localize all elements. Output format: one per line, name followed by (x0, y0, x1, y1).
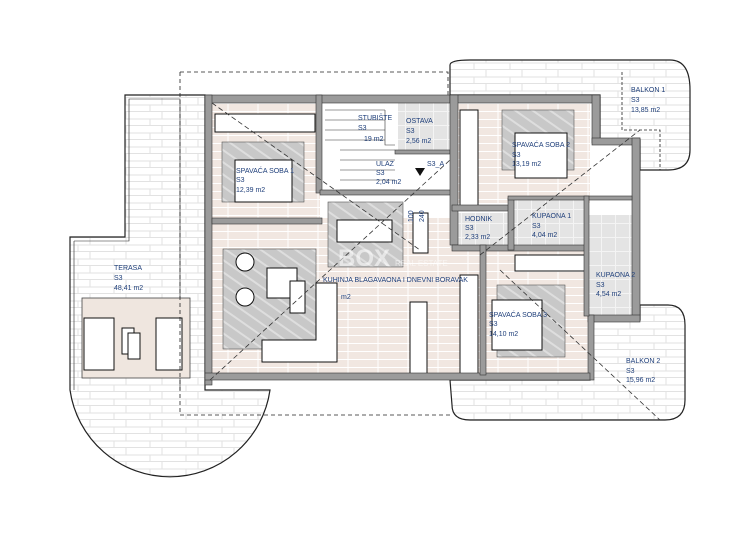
svg-text:13,85 m2: 13,85 m2 (631, 107, 660, 114)
dimension-label: 100 (408, 210, 415, 222)
terrace-sofa (155, 317, 183, 371)
svg-text:S3: S3 (358, 125, 367, 132)
svg-text:S3: S3 (406, 128, 415, 135)
bed-1 (234, 159, 293, 203)
svg-text:KUHINJA BLAGAVAONA I DNEVNI BO: KUHINJA BLAGAVAONA I DNEVNI BORAVAK (323, 277, 468, 284)
watermark-logo: BOX REAL ESTATE (338, 245, 448, 272)
section-marker-label: S3_A (427, 161, 444, 168)
svg-text:S3: S3 (631, 97, 640, 104)
room-label-terasa: TERASA S3 48,41 m2 (114, 265, 143, 292)
room-label-living: KUHINJA BLAGAVAONA I DNEVNI BORAVAK m2 (323, 277, 468, 301)
dimension-label: 240 (419, 210, 426, 222)
kitchen-island (409, 301, 428, 376)
terrace (69, 94, 271, 478)
svg-text:OSTAVA: OSTAVA (406, 118, 433, 125)
room-label-bathroom-1: KUPAONA 1 S3 4,04 m2 (532, 213, 571, 239)
svg-text:14,10 m2: 14,10 m2 (489, 331, 518, 338)
bed-2 (514, 132, 568, 179)
room-label-ostava: OSTAVA S3 2,56 m2 (406, 118, 433, 145)
kitchen-counter (459, 274, 479, 376)
balcony-2 (449, 304, 686, 421)
svg-text:S3: S3 (114, 275, 123, 282)
svg-text:KUPAONA 1: KUPAONA 1 (532, 213, 571, 220)
svg-text:HODNIK: HODNIK (465, 216, 493, 223)
svg-text:S3: S3 (376, 170, 385, 177)
balcony-1 (449, 59, 691, 171)
svg-text:BALKON 1: BALKON 1 (631, 87, 665, 94)
svg-text:TERASA: TERASA (114, 265, 142, 272)
room-label-balkon-2: BALKON 2 S3 15,96 m2 (626, 358, 660, 384)
svg-text:m2: m2 (341, 294, 351, 301)
sofa (261, 282, 338, 363)
walls (204, 94, 641, 386)
svg-text:SPAVAĆA SOBA 1: SPAVAĆA SOBA 1 (236, 166, 294, 175)
svg-text:SPAVAĆA SOBA 3: SPAVAĆA SOBA 3 (489, 310, 547, 319)
room-label-balkon-1: BALKON 1 S3 13,85 m2 (631, 87, 665, 114)
svg-text:S3: S3 (532, 223, 541, 230)
svg-text:19 m2: 19 m2 (364, 136, 384, 143)
terrace-sofa (83, 317, 115, 371)
svg-text:12,39 m2: 12,39 m2 (236, 187, 265, 194)
svg-text:REAL ESTATE: REAL ESTATE (395, 259, 448, 268)
svg-text:S3: S3 (626, 368, 635, 375)
svg-text:2,56 m2: 2,56 m2 (406, 138, 431, 145)
svg-text:STUBIŠTE: STUBIŠTE (358, 113, 393, 122)
room-label-hodnik: HODNIK S3 2,33 m2 (465, 216, 493, 241)
section-arrow-icon (415, 168, 425, 176)
room-label-ulaz: ULAZ S3 2,04 m2 (376, 161, 401, 186)
room-label-bathroom-2: KUPAONA 2 S3 4,54 m2 (596, 272, 635, 298)
room-label-bedroom-3: SPAVAĆA SOBA 3 S3 14,10 m2 (489, 310, 547, 338)
svg-text:48,41 m2: 48,41 m2 (114, 285, 143, 292)
section-marker: S3_A 100 240 (408, 161, 444, 222)
svg-text:4,04 m2: 4,04 m2 (532, 232, 557, 239)
room-labels: STUBIŠTE S3 19 m2 OSTAVA S3 2,56 m2 ULAZ S3 2,… (114, 87, 665, 384)
hallway-floor (450, 213, 510, 248)
svg-text:S3: S3 (236, 177, 245, 184)
roof-outline (179, 71, 450, 416)
bathroom-1-floor (510, 198, 588, 250)
svg-text:15,96 m2: 15,96 m2 (626, 377, 655, 384)
storage-floor (398, 103, 450, 153)
room-label-bedroom-2: SPAVAĆA SOBA 2 S3 13,19 m2 (512, 140, 570, 168)
bed-3 (491, 299, 543, 351)
furniture (214, 109, 588, 376)
svg-text:2,33 m2: 2,33 m2 (465, 234, 490, 241)
svg-text:BOX: BOX (338, 245, 390, 272)
svg-text:S3: S3 (596, 282, 605, 289)
svg-text:SPAVAĆA SOBA 2: SPAVAĆA SOBA 2 (512, 140, 570, 149)
svg-text:2,04 m2: 2,04 m2 (376, 179, 401, 186)
svg-text:S3: S3 (489, 321, 498, 328)
section-lines (209, 102, 661, 421)
svg-text:S3: S3 (465, 225, 474, 232)
svg-text:4,54 m2: 4,54 m2 (596, 291, 621, 298)
svg-text:S3: S3 (512, 152, 521, 159)
svg-text:ULAZ: ULAZ (376, 161, 395, 168)
svg-text:13,19 m2: 13,19 m2 (512, 161, 541, 168)
svg-text:BALKON 2: BALKON 2 (626, 358, 660, 365)
bathroom-2-floor (588, 215, 633, 315)
room-label-stubiste: STUBIŠTE S3 19 m2 (358, 113, 393, 143)
room-label-bedroom-1: SPAVAĆA SOBA 1 S3 12,39 m2 (236, 166, 294, 194)
svg-text:KUPAONA 2: KUPAONA 2 (596, 272, 635, 279)
